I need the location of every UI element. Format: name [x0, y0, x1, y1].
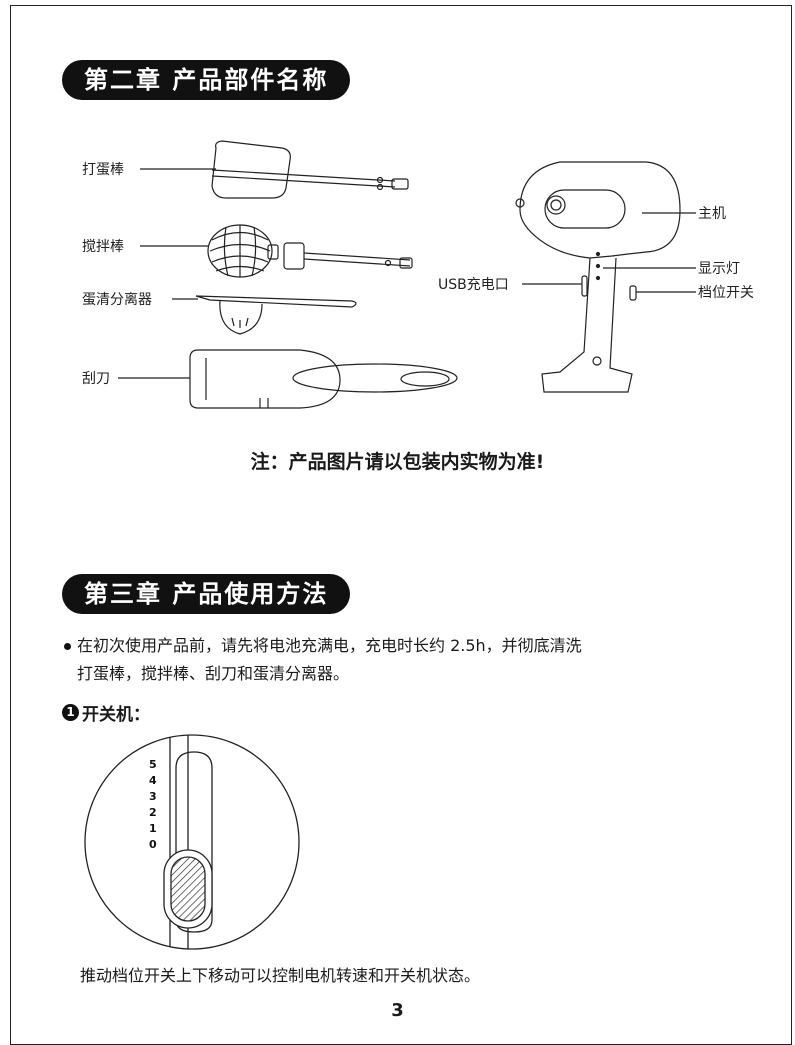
label-main-unit: 主机	[698, 206, 726, 222]
whisk-shaft-tip	[391, 178, 409, 190]
scraper-head	[189, 349, 341, 409]
whisk-head	[211, 140, 291, 199]
mixer-body	[519, 161, 681, 259]
label-speed-switch: 档位开关	[698, 285, 754, 301]
mixer-handle	[541, 257, 633, 393]
section-power-heading: 1 开关机：	[62, 700, 150, 725]
label-scraper: 刮刀	[82, 371, 110, 387]
instruction-line-1: 在初次使用产品前，请先将电池充满电，充电时长约 2.5h，并彻底清洗	[77, 636, 582, 655]
label-separator: 蛋清分离器	[82, 292, 152, 308]
scraper-handle	[292, 363, 458, 393]
label-whisk: 打蛋棒	[82, 162, 124, 178]
section-number-badge: 1	[62, 704, 79, 721]
label-balloon-whisk: 搅拌棒	[82, 239, 124, 255]
bullet-dot	[64, 643, 71, 650]
label-usb-port: USB充电口	[438, 277, 509, 293]
page-number: 3	[391, 1000, 404, 1021]
instruction-line-2: 打蛋棒，搅拌棒、刮刀和蛋清分离器。	[77, 664, 350, 683]
instruction-bullet: 在初次使用产品前，请先将电池充满电，充电时长约 2.5h，并彻底清洗 打蛋棒，搅…	[64, 632, 754, 688]
egg-separator	[195, 295, 357, 308]
chapter-3-heading: 第三章 产品使用方法	[62, 574, 351, 614]
label-indicator: 显示灯	[698, 261, 740, 277]
chapter-2-heading: 第二章 产品部件名称	[62, 60, 351, 100]
parts-illustration	[118, 140, 696, 409]
section-title: 开关机：	[82, 705, 150, 725]
switch-caption: 推动档位开关上下移动可以控制电机转速和开关机状态。	[80, 966, 481, 985]
product-note: 注：产品图片请以包装内实物为准!	[250, 451, 545, 473]
